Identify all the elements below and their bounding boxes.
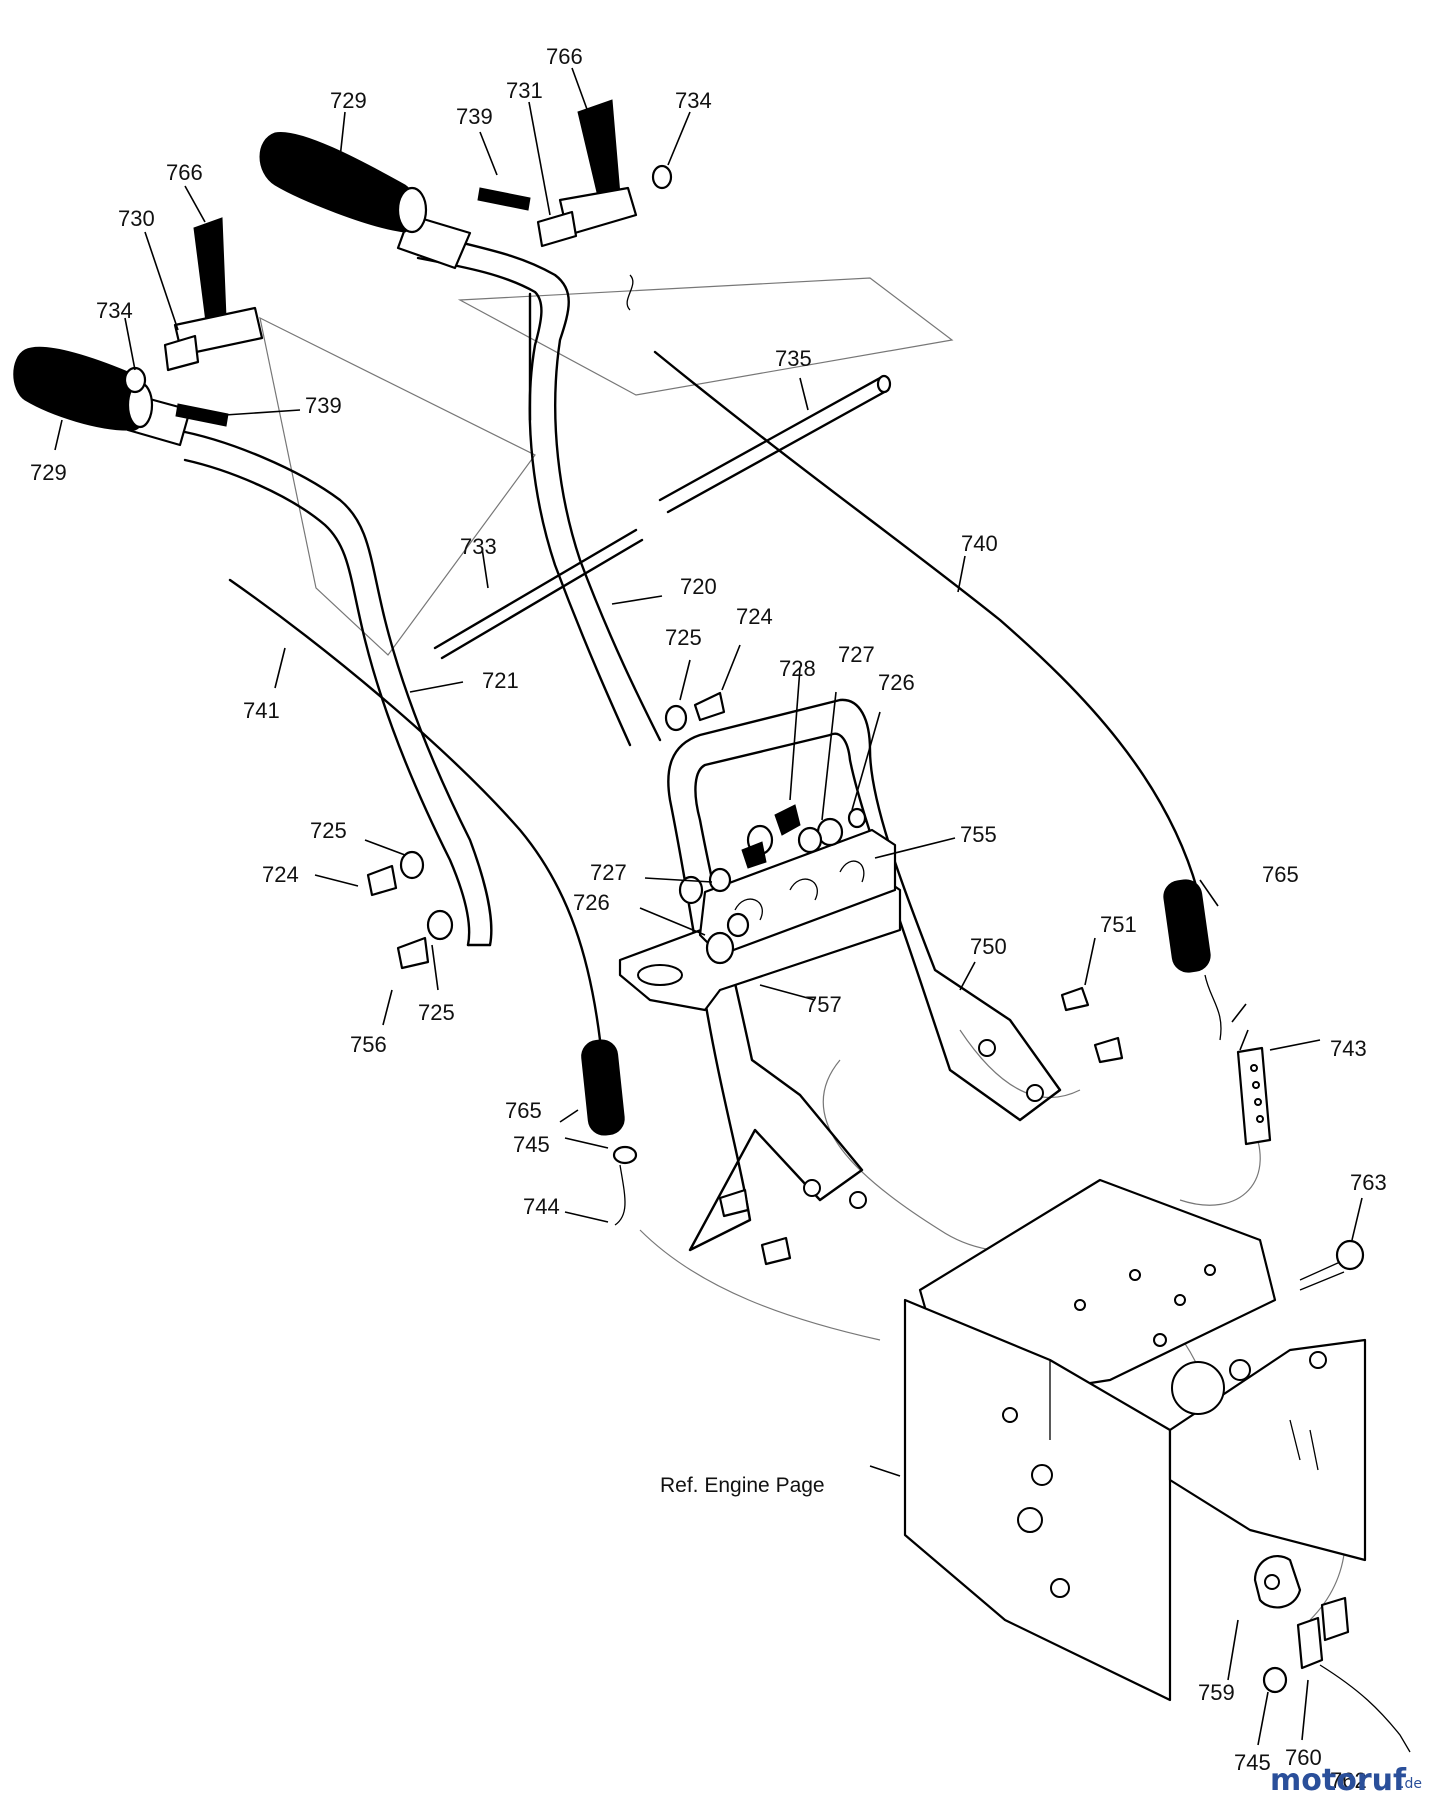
label-725-lower: 725 (418, 1000, 455, 1025)
label-733: 733 (460, 534, 497, 559)
rod-735 (658, 374, 892, 514)
bracket-760 (1296, 1596, 1350, 1670)
part-labels: 766 729 731 739 734 766 730 734 735 739 … (30, 44, 1387, 1793)
frame-housing (903, 1178, 1367, 1702)
watermark-logo: motoruf .de (1270, 1763, 1422, 1798)
lower-handle-721 (173, 428, 493, 947)
label-724-upper: 724 (736, 604, 773, 629)
label-720: 720 (680, 574, 717, 599)
cable-740 (626, 274, 1202, 902)
leader-lines (54, 67, 1363, 1746)
pivot-bracket-731 (536, 210, 578, 248)
grip-729-lower (13, 346, 192, 447)
hardware-cluster (366, 691, 1365, 1291)
label-750: 750 (970, 934, 1007, 959)
label-731: 731 (506, 78, 543, 103)
label-763: 763 (1350, 1170, 1387, 1195)
label-751: 751 (1100, 912, 1137, 937)
label-741: 741 (243, 698, 280, 723)
spring-link-743 (1236, 1046, 1272, 1146)
label-739-lower: 739 (305, 393, 342, 418)
label-727-lower: 727 (590, 860, 627, 885)
label-760: 760 (1285, 1745, 1322, 1770)
spring-765-right (1163, 879, 1222, 1041)
label-729-upper: 729 (330, 88, 367, 113)
rod-733 (433, 528, 644, 660)
tab-739 (175, 187, 531, 427)
label-745-lower: 745 (1234, 1750, 1271, 1775)
label-757: 757 (805, 992, 842, 1017)
washer-734 (123, 164, 673, 394)
svg-text:.de: .de (1400, 1776, 1422, 1792)
label-744: 744 (523, 1194, 560, 1219)
svg-text:motoruf: motoruf (1270, 1763, 1407, 1798)
label-756: 756 (350, 1032, 387, 1057)
label-765-right: 765 (1262, 862, 1299, 887)
label-743: 743 (1330, 1036, 1367, 1061)
label-725-upper: 725 (665, 625, 702, 650)
label-721: 721 (482, 668, 519, 693)
spring-765-left (581, 1039, 638, 1226)
grip-729-upper (259, 131, 472, 270)
label-729-lower: 729 (30, 460, 67, 485)
label-766-lower: 766 (166, 160, 203, 185)
pivot-bracket-730 (163, 334, 200, 372)
label-735: 735 (775, 346, 812, 371)
upper-handle-720 (416, 233, 662, 747)
label-730: 730 (118, 206, 155, 231)
label-734-upper: 734 (675, 88, 712, 113)
cable-741 (228, 578, 602, 1042)
label-766-upper: 766 (546, 44, 583, 69)
label-724-mid: 724 (262, 862, 299, 887)
control-lever-766-lower (173, 217, 264, 357)
label-726-lower: 726 (573, 890, 610, 915)
label-726-upper: 726 (878, 670, 915, 695)
nut-745-lower (1262, 1666, 1288, 1694)
control-lever-766-upper (558, 99, 638, 237)
reference-engine-page: Ref. Engine Page (660, 1474, 825, 1497)
clamp-759 (1253, 1554, 1302, 1609)
label-725-mid: 725 (310, 818, 347, 843)
label-755: 755 (960, 822, 997, 847)
label-765-left: 765 (505, 1098, 542, 1123)
label-745-mid: 745 (513, 1132, 550, 1157)
label-740: 740 (961, 531, 998, 556)
label-727-upper: 727 (838, 642, 875, 667)
label-759: 759 (1198, 1680, 1235, 1705)
label-762: 762 (1330, 1768, 1367, 1793)
rod-762 (1319, 1664, 1411, 1753)
label-728: 728 (779, 656, 816, 681)
label-734-lower: 734 (96, 298, 133, 323)
label-739-upper: 739 (456, 104, 493, 129)
